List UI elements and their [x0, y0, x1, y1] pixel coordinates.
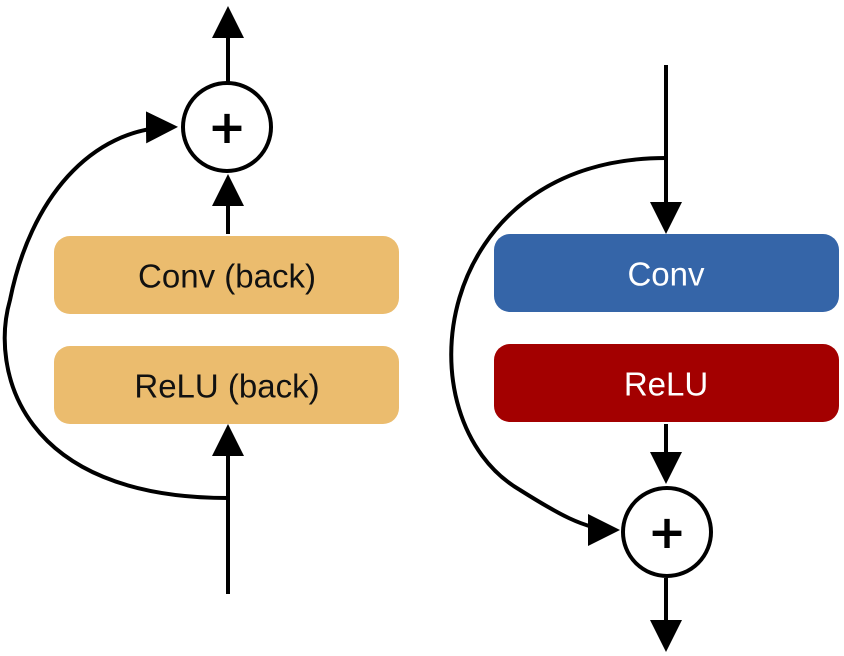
backward-sum-node	[181, 81, 273, 173]
forward-plus-symbol: +	[648, 505, 687, 559]
conv-back-label: Conv (back)	[138, 258, 316, 295]
forward-sum-node	[621, 486, 713, 578]
relu-back-block	[54, 346, 399, 424]
relu-back-label: ReLU (back)	[134, 368, 319, 405]
backward-residual-block: ReLU (back) Conv (back) +	[2, 6, 399, 594]
relu-label: ReLU	[624, 366, 708, 403]
conv-back-block	[54, 236, 399, 314]
forward-skip-connection	[449, 156, 667, 546]
relu-block	[494, 344, 839, 422]
backward-plus-symbol: +	[208, 100, 247, 154]
backward-skip-connection	[2, 111, 229, 500]
forward-residual-block: Conv ReLU +	[449, 65, 839, 652]
conv-label: Conv	[627, 256, 705, 293]
conv-block	[494, 234, 839, 312]
